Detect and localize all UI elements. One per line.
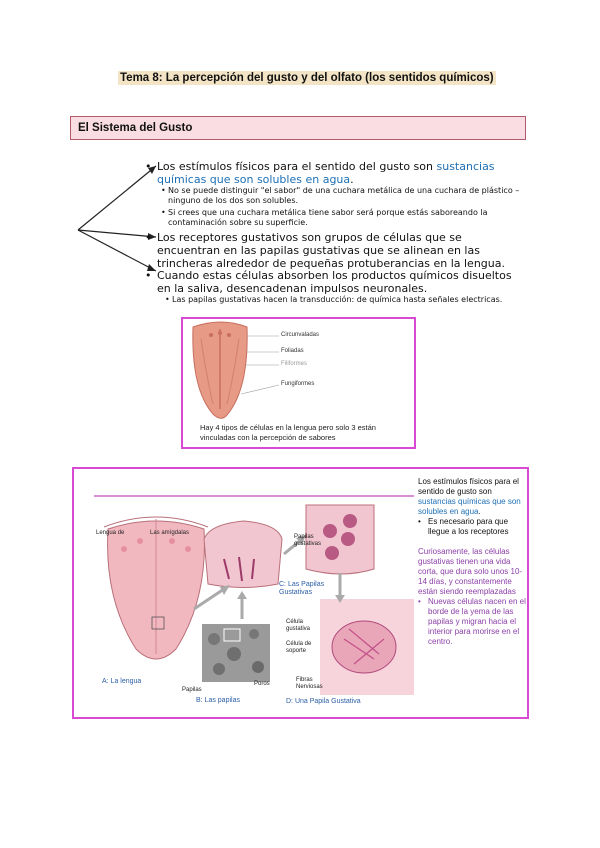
- bullet-3-sub-1: • Las papilas gustativas hacen la transd…: [165, 295, 503, 304]
- highlight-text: sustancias químicas que son solubles en …: [157, 160, 495, 186]
- label-fibras-nerviosas: Fibras Nerviosas: [296, 677, 323, 690]
- tongue-caption: Hay 4 tipos de células en la lengua pero…: [200, 423, 376, 442]
- taste-figure-panel: Lengua de Las amígdalas Papilas gustativ…: [72, 467, 529, 719]
- caption-a: A: La lengua: [102, 678, 142, 685]
- label-papilas: Papilas: [182, 687, 202, 693]
- side-highlight-text: sustancias químicas que son solubles en …: [418, 497, 521, 516]
- caption-c: C: Las Papilas Gustativas: [279, 581, 325, 596]
- bullet-1-text: Los estímulos físicos para el sentido de…: [157, 160, 495, 186]
- bullet-3-text: Cuando estas células absorben los produc…: [157, 269, 512, 295]
- side-paragraph-2: Curiosamente, las células gustativas tie…: [418, 547, 523, 596]
- bracket-arrows: [77, 165, 157, 272]
- page-title: Tema 8: La percepción del gusto y del ol…: [118, 71, 496, 85]
- label-amigdalas: Las amígdalas: [150, 530, 190, 536]
- side-bullet-2: • Nuevas células nacen en el borde de la…: [418, 597, 526, 646]
- label-fungiformes: Fungiformes: [281, 381, 315, 387]
- taste-anatomy-illustration: [94, 495, 414, 695]
- label-poros: Poros: [254, 681, 270, 687]
- caption-d: D: Una Papila Gustativa: [286, 698, 361, 705]
- bullet-1-sub-1: • No se puede distinguir "el sabor" de u…: [161, 186, 520, 205]
- bullet-1-sub-2: • Si crees que una cuchara metálica tien…: [161, 208, 488, 227]
- label-papilas-gustativas: Papilas gustativas: [294, 534, 322, 547]
- bullet-2-text: Los receptores gustativos son grupos de …: [157, 231, 505, 270]
- side-text: Los estímulos físicos para el sentido de…: [418, 477, 526, 647]
- label-celula-gustativa: Célula gustativa: [286, 619, 311, 632]
- tongue-illustration: [192, 321, 280, 419]
- label-circunvaladas: Circunvaladas: [281, 332, 320, 338]
- section-heading-text: El Sistema del Gusto: [78, 122, 193, 134]
- caption-b: B: Las papilas: [196, 697, 240, 704]
- side-bullet-1: • Es necesario para que llegue a los rec…: [418, 517, 509, 536]
- label-lengua-de: Lengua de: [96, 530, 125, 536]
- tongue-figure: Circunvaladas Foliadas Filiformes Fungif…: [181, 317, 416, 449]
- label-filiformes: Filiformes: [281, 361, 308, 367]
- side-paragraph-1: Los estímulos físicos para el sentido de…: [418, 477, 521, 516]
- label-celula-soporte: Célula de soporte: [286, 641, 312, 654]
- label-foliadas: Foliadas: [281, 348, 304, 354]
- section-heading: El Sistema del Gusto: [70, 116, 526, 140]
